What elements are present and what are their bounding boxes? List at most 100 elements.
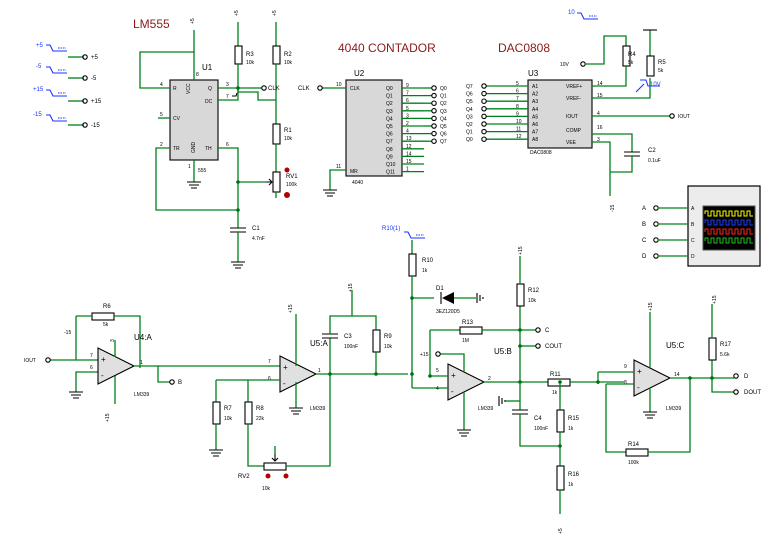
- u5c-dout-terminal: DOUT: [744, 390, 761, 396]
- u3-terminal-label: Q1: [466, 130, 473, 136]
- u2-terminal: [431, 115, 437, 122]
- rv2: [263, 462, 287, 471]
- u3-pin-comp: COMP: [566, 128, 582, 134]
- svg-text:+15: +15: [348, 283, 354, 292]
- r5: [646, 55, 655, 77]
- r4-ref: R4: [628, 52, 636, 58]
- u2-pin-q0: Q0: [386, 86, 393, 92]
- u3-part: DAC0808: [530, 150, 552, 156]
- svg-text:+: +: [451, 371, 456, 380]
- u3-pinnum: 7: [516, 96, 519, 102]
- r17-val: 5.6k: [720, 352, 730, 358]
- u3-pin-a5: A5: [532, 114, 538, 120]
- u2-ref: U2: [354, 69, 365, 78]
- svg-text:8: 8: [624, 380, 627, 386]
- svg-text:+15: +15: [33, 87, 44, 93]
- svg-text:6: 6: [90, 365, 93, 371]
- svg-text:GND: GND: [191, 142, 197, 154]
- r16: [556, 465, 565, 491]
- svg-text:5: 5: [160, 112, 163, 118]
- u2-terminal-label: Q6: [440, 132, 447, 138]
- u3-pinnum: 12: [516, 134, 522, 140]
- u3-pinnum: 8: [516, 104, 519, 110]
- u5c-part: LM339: [666, 406, 682, 412]
- svg-text:+: +: [283, 363, 288, 372]
- r9-val: 10k: [384, 344, 393, 350]
- u3-inputs: A15Q7A26Q6A37Q5A48Q4A59Q3A610Q2A711Q1A81…: [466, 81, 538, 143]
- r15-ref: R15: [568, 416, 580, 422]
- u2-pin-q10: Q10: [386, 162, 396, 168]
- r14-val: 100k: [628, 460, 639, 466]
- title-lm555: LM555: [133, 17, 170, 31]
- u1-part: 555: [198, 168, 207, 174]
- u2-terminal-label: Q7: [440, 139, 447, 145]
- u5b-ref: U5:B: [494, 347, 512, 356]
- supply-gen-p15: +15 +15: [33, 87, 102, 105]
- scope-channel-c: C: [691, 238, 695, 244]
- u1-ref: U1: [202, 63, 213, 72]
- supply-term-m5: -5: [91, 76, 97, 82]
- u3-pinnum: 16: [597, 125, 603, 131]
- r4-val: 5k: [628, 60, 634, 66]
- u5c-d-terminal: D: [744, 374, 749, 380]
- svg-text:-: -: [101, 371, 104, 380]
- u2-pinnum: 15: [406, 159, 412, 165]
- u5a-ref: U5:A: [310, 339, 328, 348]
- svg-text:-15: -15: [610, 205, 616, 212]
- u2-terminal-label: Q1: [440, 94, 447, 100]
- rv1-ref: RV1: [286, 174, 298, 180]
- svg-text:MR: MR: [350, 169, 358, 175]
- u3-pin-a2: A2: [532, 92, 538, 98]
- u3-terminal: [481, 136, 487, 142]
- r8: [244, 401, 253, 425]
- svg-text:DC: DC: [205, 99, 213, 105]
- u3-pin-a1: A1: [532, 84, 538, 90]
- u3-terminal: [481, 106, 487, 112]
- u2-pinnum: 7: [406, 91, 409, 97]
- r14: [625, 448, 649, 457]
- r13-ref: R13: [462, 320, 474, 326]
- u5b-opamp: + - U5:B LM339 5 4 2: [436, 347, 512, 412]
- u3-pin-a4: A4: [532, 107, 538, 113]
- u3-iout-terminal: IOUT: [678, 114, 690, 120]
- rv1: [272, 171, 281, 193]
- c3-ref: C3: [344, 334, 352, 340]
- u3-terminal-label: Q4: [466, 107, 473, 113]
- u4a-opamp: + - U4:A LM339 7 6 1: [90, 333, 152, 398]
- u5b-cout-terminal: COUT: [545, 344, 562, 350]
- u2-pin-q1: Q1: [386, 94, 393, 100]
- rv2-val: 10k: [262, 486, 271, 492]
- scope-terminal-label-d: D: [642, 254, 647, 260]
- svg-text:8: 8: [196, 72, 199, 78]
- u4a-ref: U4:A: [134, 333, 152, 342]
- u1-555: U1 555 R VCC Q DC CV TR GND TH 4 8 3 7 5…: [160, 63, 229, 174]
- rv2-ref: RV2: [238, 474, 250, 480]
- u5c-opamp: + - U5:C LM339 9 8 14: [624, 341, 684, 412]
- r10-gen-label: R10(1): [382, 226, 400, 232]
- r10-val: 1k: [422, 268, 428, 274]
- r1-val: 10k: [284, 136, 293, 142]
- scope-terminal-label-a: A: [642, 206, 646, 212]
- scope-terminal: [653, 221, 659, 227]
- u2-terminal: [431, 138, 437, 144]
- d1-ref: D1: [436, 286, 444, 292]
- r17-ref: R17: [720, 342, 732, 348]
- supply-gen-p5: +5 +5: [36, 43, 99, 61]
- u5c-ref: U5:C: [666, 341, 684, 350]
- r16-val: 1k: [568, 482, 574, 488]
- svg-text:3: 3: [226, 82, 229, 88]
- u3-pin-vee: VEE: [566, 140, 577, 146]
- u1-vcc-label: +5: [190, 18, 196, 24]
- svg-text:7: 7: [268, 359, 271, 365]
- svg-text:4: 4: [436, 386, 439, 392]
- svg-text:9: 9: [624, 364, 627, 370]
- scope-terminal: [653, 237, 659, 243]
- u3-pinnum: 11: [516, 127, 521, 133]
- u2-pin-q6: Q6: [386, 132, 393, 138]
- u3-terminal-label: Q0: [466, 137, 473, 143]
- svg-text:7: 7: [226, 94, 229, 100]
- svg-text:VCC: VCC: [186, 83, 192, 94]
- u1-clk-terminal: CLK: [268, 86, 280, 92]
- u5b-rail-p15: +15: [420, 352, 429, 358]
